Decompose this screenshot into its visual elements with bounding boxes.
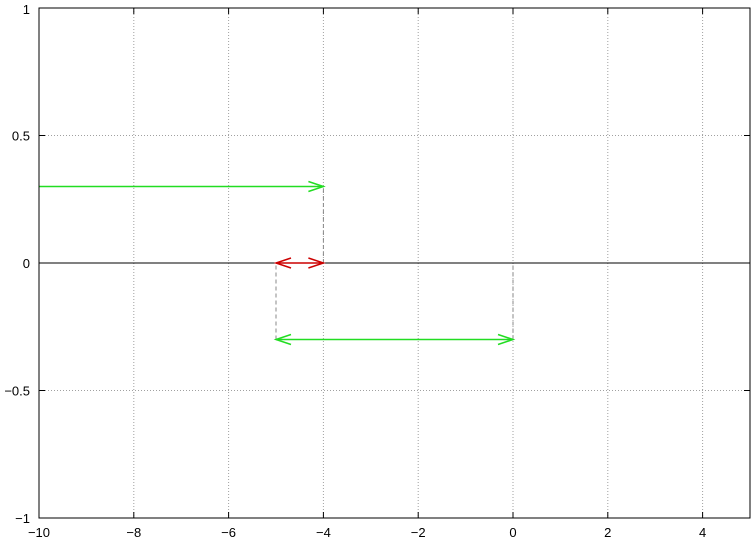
y-tick-label: −1	[15, 511, 30, 526]
arrows	[39, 180, 516, 346]
x-tick-label: −2	[411, 525, 426, 540]
arrow-head	[497, 333, 516, 346]
x-tick-label: 2	[604, 525, 611, 540]
x-tick-label: 4	[699, 525, 706, 540]
y-tick-label: 0	[23, 256, 30, 271]
guide-lines	[275, 186, 514, 340]
y-tick-label: 1	[23, 2, 30, 17]
arrow-head	[308, 180, 326, 193]
y-tick-label: −0.5	[4, 384, 30, 399]
y-axis-tick-labels: −1 −0.5 0 0.5 1	[4, 2, 30, 526]
x-tick-label: −10	[28, 525, 50, 540]
arrow-head	[308, 257, 326, 269]
arrow	[39, 180, 326, 193]
x-tick-label: 0	[509, 525, 516, 540]
arrow-head	[273, 257, 292, 269]
x-tick-label: −8	[126, 525, 141, 540]
arrow	[273, 257, 326, 269]
axis-ticks	[38, 7, 750, 519]
x-tick-label: −6	[221, 525, 236, 540]
y-tick-label: 0.5	[12, 129, 30, 144]
arrow-head	[273, 333, 292, 346]
arrow	[273, 333, 516, 346]
x-tick-label: −4	[316, 525, 331, 540]
x-axis-tick-labels: −10 −8 −6 −4 −2 0 2 4	[28, 525, 706, 540]
